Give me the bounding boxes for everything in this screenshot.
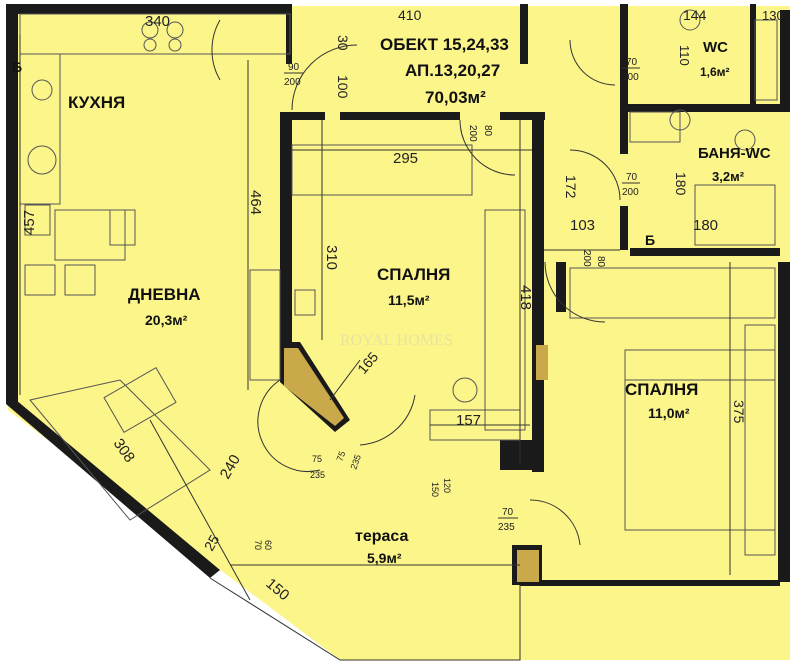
door-k6-width: 75 <box>312 454 322 464</box>
wc-label: WC <box>703 39 728 56</box>
dim-295: 295 <box>393 150 418 167</box>
bedroom2-label: СПАЛНЯ <box>625 380 698 399</box>
dim-410: 410 <box>398 7 422 23</box>
door-k8-height: 150 <box>430 482 440 497</box>
living-label: ДНЕВНА <box>128 285 201 304</box>
kitchen-label: КУХНЯ <box>68 93 125 112</box>
door-k4-width: 70 <box>626 172 638 183</box>
column-hatches <box>284 345 548 582</box>
door-k6-height: 235 <box>310 470 325 480</box>
door-k2-height: 200 <box>467 125 478 142</box>
door-labels: 90 200 80 200 70 200 70 200 80 200 75 23… <box>253 57 640 550</box>
bedroom1-label: СПАЛНЯ <box>377 265 450 284</box>
apartment-numbers: АП.13,20,27 <box>405 61 500 80</box>
door-k7-width: 75 <box>334 450 347 463</box>
bathroom-furniture <box>629 9 778 246</box>
watermark: ROYAL HOMES <box>340 332 453 349</box>
boiler-marker-kitchen: Б <box>12 59 22 75</box>
bedroom2-floor <box>545 262 780 582</box>
bedroom2-area: 11,0м² <box>648 405 690 421</box>
dim-172: 172 <box>563 175 579 199</box>
total-area: 70,03м² <box>425 88 486 107</box>
bedroom2-furniture <box>569 267 776 556</box>
dim-30: 30 <box>335 35 351 51</box>
door-k4-height: 200 <box>622 187 639 198</box>
dim-310: 310 <box>323 245 340 270</box>
dim-180-a: 180 <box>673 172 689 196</box>
bathroom-area: 3,2м² <box>712 169 745 184</box>
bedroom1-area: 11,5м² <box>388 292 430 308</box>
dim-110: 110 <box>677 45 692 66</box>
dim-100: 100 <box>335 75 351 99</box>
dim-180-b: 180 <box>693 217 718 234</box>
door-k8-width: 120 <box>442 478 452 493</box>
door-k5-height: 200 <box>581 250 592 267</box>
outer-walls <box>6 4 790 586</box>
terrace-area: 5,9м² <box>367 550 402 566</box>
door-k5-width: 80 <box>595 256 606 268</box>
object-title: ОБЕКТ 15,24,33 <box>380 35 509 54</box>
wc-area: 1,6м² <box>700 65 730 79</box>
dim-375: 375 <box>731 400 747 424</box>
door-k10-height: 70 <box>253 540 263 550</box>
door-k1-height: 200 <box>284 77 301 88</box>
door-k3-width: 70 <box>626 57 638 68</box>
dimension-lines <box>19 35 731 601</box>
dim-130: 130 <box>762 8 784 23</box>
door-k9-height: 235 <box>498 522 515 533</box>
door-k10-width: 60 <box>263 540 273 550</box>
dim-464: 464 <box>247 190 264 215</box>
terrace-outline <box>209 564 521 661</box>
door-k7-height: 235 <box>348 453 363 471</box>
dim-340: 340 <box>145 13 170 30</box>
terrace-label: тераса <box>355 528 409 545</box>
dim-418: 418 <box>517 285 534 310</box>
dim-157: 157 <box>456 412 481 429</box>
dim-25: 25 <box>201 532 223 554</box>
door-swings <box>211 19 621 546</box>
door-k9-width: 70 <box>502 507 514 518</box>
living-furniture <box>29 269 281 521</box>
bathroom-label: БАНЯ-WC <box>698 145 771 162</box>
dim-103: 103 <box>570 217 595 234</box>
dim-144: 144 <box>683 7 707 23</box>
door-k2-width: 80 <box>482 125 493 137</box>
living-area: 20,3м² <box>145 312 188 328</box>
boiler-marker-bath: Б <box>645 232 655 248</box>
dim-457: 457 <box>21 210 38 235</box>
door-k1-width: 90 <box>288 62 300 73</box>
door-k3-height: 200 <box>622 72 639 83</box>
